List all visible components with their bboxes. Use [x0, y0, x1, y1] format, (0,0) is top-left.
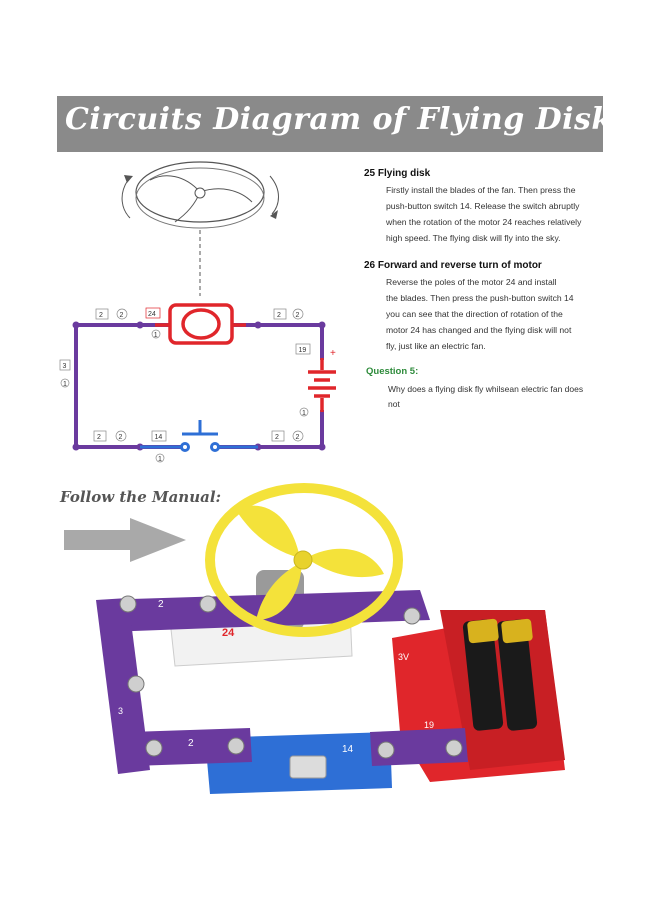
product-photo: 3V 19 14 24 2 3 2	[64, 483, 565, 794]
wire-top-label: 2	[158, 599, 164, 610]
motor-number-label: 24	[222, 627, 235, 639]
follow-manual-caption: Follow the Manual:	[60, 488, 222, 506]
banner-title: Circuits Diagram of Flying Disk	[65, 102, 613, 137]
label-wire-top-right-a: 2	[277, 312, 281, 319]
label-battery: 19	[299, 347, 307, 354]
wire-left-label: 3	[118, 706, 123, 716]
component-labels: 2 2 24 1 2 2 3 1 19 1 2 2 14 1 2 2	[59, 307, 311, 463]
question-body: Why does a flying disk fly whilsean elec…	[388, 382, 598, 412]
section-forward-reverse: 26 Forward and reverse turn of motor Rev…	[364, 258, 596, 354]
section-line: motor 24 has changed and the flying disk…	[386, 325, 572, 335]
switch-number-label: 14	[342, 744, 354, 755]
section-line: fly, just like an electric fan.	[386, 341, 486, 351]
question-line: not	[388, 399, 400, 409]
section-line: the blades. Then press the push-button s…	[386, 293, 574, 303]
wire-bottom-left-label: 2	[188, 738, 194, 749]
question-title: Question 5:	[366, 366, 419, 377]
label-wire-top-right-b: 2	[296, 312, 300, 319]
battery-number-label: 19	[424, 720, 434, 730]
switch-block: 14	[205, 732, 392, 794]
label-wire-left-level: 1	[63, 381, 67, 388]
label-wire-bottom-left-b: 2	[119, 434, 123, 441]
flying-disk-illustration	[121, 161, 279, 296]
motor-symbol	[155, 303, 246, 345]
section-line: Firstly install the blades of the fan. T…	[386, 185, 576, 195]
label-motor-level: 1	[154, 332, 158, 339]
section-body: Firstly install the blades of the fan. T…	[364, 182, 596, 246]
section-line: you can see that the direction of rotati…	[386, 309, 563, 319]
section-line: high speed. The flying disk will fly int…	[386, 233, 561, 243]
battery-symbol	[308, 358, 336, 412]
title-banner: Circuits Diagram of Flying Disk	[57, 96, 612, 152]
section-title: 25 Flying disk	[364, 168, 431, 179]
label-wire-bottom-right-b: 2	[296, 434, 300, 441]
section-line: push-button switch 14. Release the switc…	[386, 201, 580, 211]
label-battery-level: 1	[302, 410, 306, 417]
label-wire-top-left-b: 2	[120, 312, 124, 319]
yellow-fan	[205, 483, 403, 637]
label-switch: 14	[155, 434, 163, 441]
section-title: 26 Forward and reverse turn of motor	[364, 260, 542, 271]
right-arrow-icon	[64, 518, 186, 562]
circuit-nodes	[72, 321, 326, 451]
label-wire-bottom-right-a: 2	[275, 434, 279, 441]
label-wire-left: 3	[63, 363, 67, 370]
circuit-diagram: + 2 2 24 1 2 2 3 1 19 1 2 2 14	[59, 161, 336, 463]
label-wire-top-left-a: 2	[99, 312, 103, 319]
label-switch-level: 1	[158, 456, 162, 463]
section-line: Reverse the poles of the motor 24 and in…	[386, 277, 557, 287]
label-motor: 24	[148, 311, 156, 318]
battery-voltage-label: 3V	[398, 652, 409, 662]
section-body: Reverse the poles of the motor 24 and in…	[364, 274, 596, 354]
switch-symbol	[140, 420, 258, 452]
label-wire-bottom-left-a: 2	[97, 434, 101, 441]
section-line: when the rotation of the motor 24 reache…	[386, 217, 582, 227]
battery-plus-label: +	[330, 348, 336, 359]
question-line: Why does a flying disk fly whilsean elec…	[388, 384, 584, 394]
section-flying-disk: 25 Flying disk Firstly install the blade…	[364, 166, 596, 246]
